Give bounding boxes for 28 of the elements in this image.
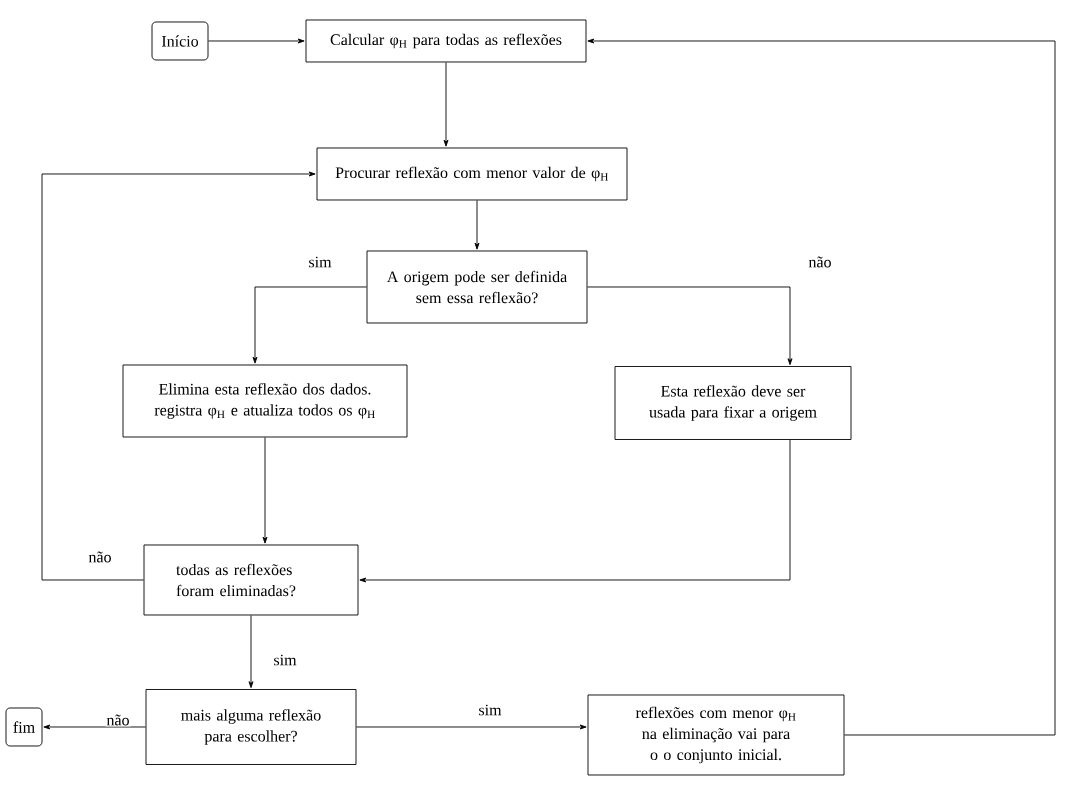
arrow [587, 286, 793, 366]
process-box: A origem pode ser definida sem essa reflexão? [366, 250, 588, 324]
arrow [43, 724, 146, 730]
arrow [262, 437, 268, 544]
arrow [587, 38, 1056, 736]
process-box: Calcular φ$_{H}$ para todas as reflexões [305, 19, 587, 63]
process-box: Procurar reflexão com menor valor de φ$_{H}$ [316, 147, 628, 201]
start-box: Início [151, 21, 209, 61]
edge-label: não [807, 255, 833, 269]
edge-label: não [105, 713, 131, 727]
arrow [474, 200, 480, 250]
arrow [356, 724, 587, 730]
edge-label: não [87, 550, 113, 564]
arrow [41, 171, 316, 581]
arrow [443, 62, 449, 147]
arrow [359, 439, 791, 583]
process-box: Elimina esta reflexão dos dados. registra φ$_{H}$ e atualiza todos os φ$_{H}$ [122, 364, 408, 438]
start-box: fim [5, 707, 43, 747]
process-box: mais alguma reflexão para escolher? [145, 689, 357, 765]
edge-label: sim [477, 703, 503, 717]
process-box: Esta reflexão deve ser usada para fixar a origem [614, 366, 852, 440]
arrow [252, 286, 367, 364]
process-box: reflexões com menor φ$_{H}$ na eliminação vai para o o conjunto inicial. [587, 694, 845, 776]
edge-label: sim [272, 653, 298, 667]
edge-label: sim [307, 255, 333, 269]
arrow [208, 38, 305, 44]
process-box: todas as reflexões foram eliminadas? [143, 544, 359, 616]
arrow [248, 615, 254, 689]
